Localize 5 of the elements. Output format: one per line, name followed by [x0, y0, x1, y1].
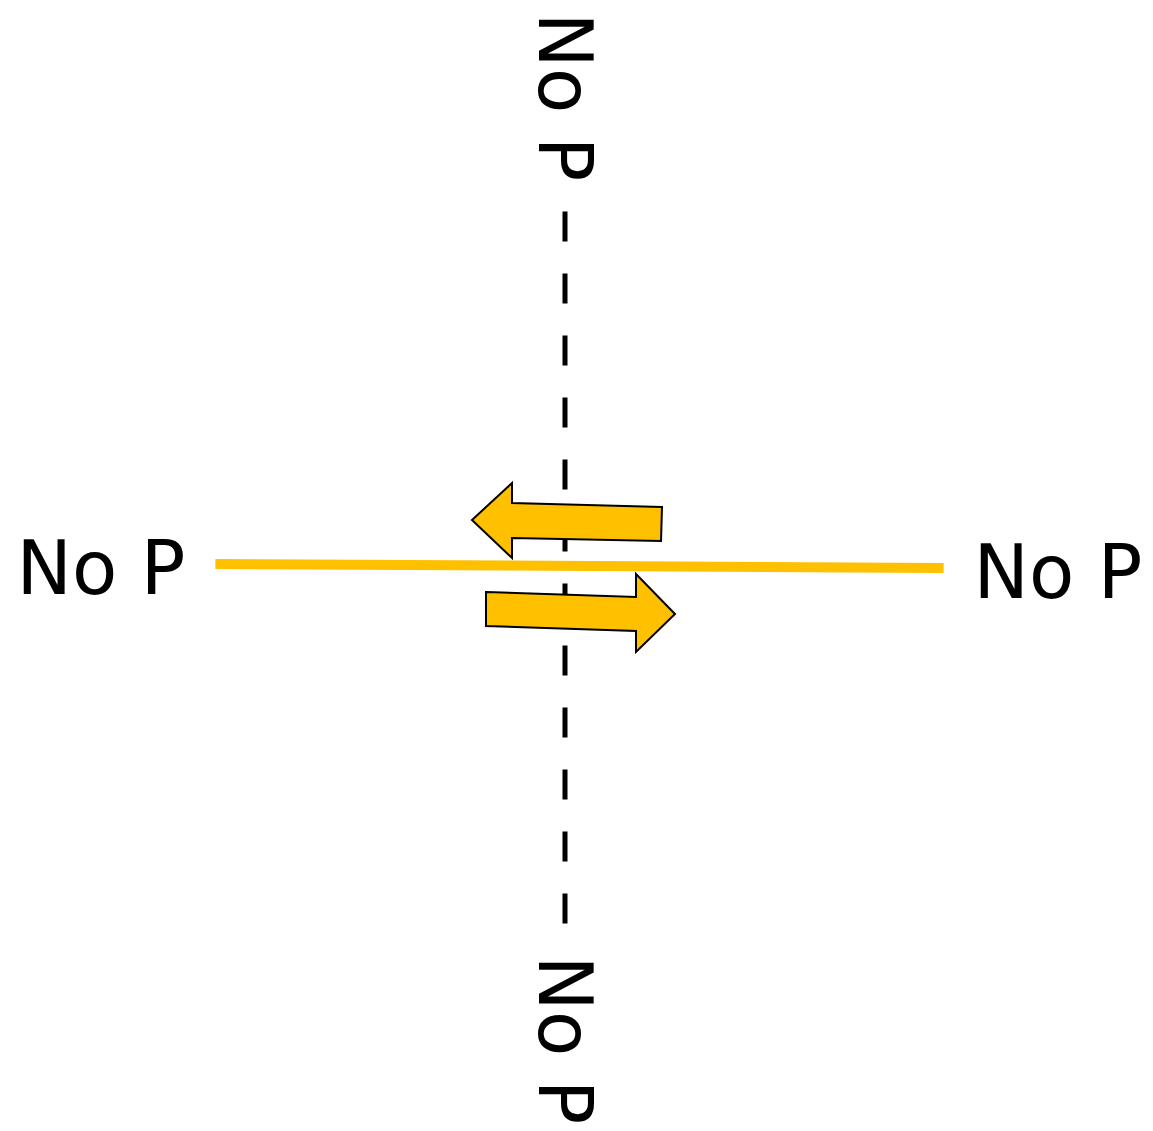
plane-label: No P [528, 12, 602, 182]
plane-label: No P [528, 955, 602, 1125]
plane-label: No P [973, 535, 1143, 609]
plane-label: No P [16, 531, 186, 605]
plane-line [215, 559, 944, 573]
